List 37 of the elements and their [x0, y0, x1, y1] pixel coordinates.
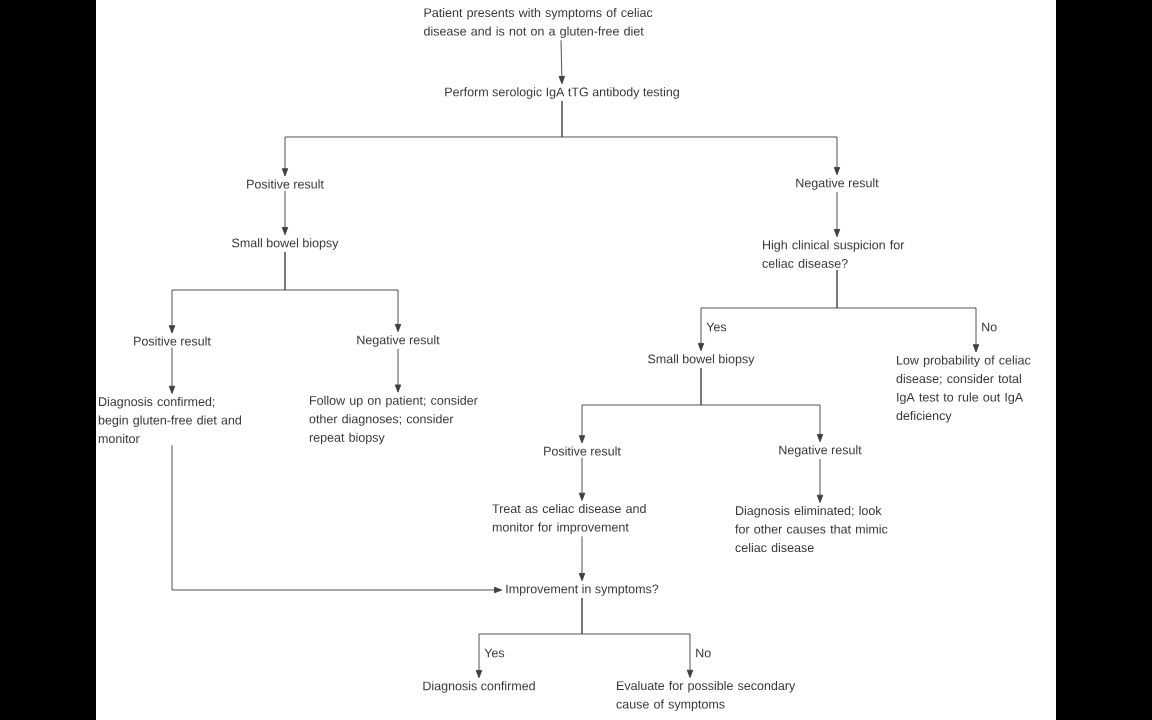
flow-text: Diagnosis eliminated; look for other causes that mimic celiac disease: [735, 505, 888, 553]
arrow: [284, 251, 402, 333]
arrow: [700, 367, 824, 443]
flow-text: Small bowel biopsy: [232, 238, 339, 250]
flow-text: Positive result: [247, 179, 324, 189]
flow-text: Follow up on patient; consider other diagnoses; consider repeat biopsy: [309, 395, 478, 445]
arrow: [836, 269, 980, 353]
arrow: [578, 535, 586, 582]
arrow: [561, 100, 841, 176]
flow-text: Treat as celiac disease and monitor for improvement: [492, 503, 646, 535]
flow-text: Evaluate for possible secondary cause of symptoms: [616, 680, 796, 712]
flow-text: Patient presents with symptoms of celiac disease and is not on a gluten-free diet: [424, 7, 653, 39]
arrow: [558, 39, 565, 85]
flow-text: Perform serologic IgA tTG antibody testing: [445, 87, 679, 99]
flow-text: Low probability of celiac disease; consider total IgA test to rule out IgA deficiency: [896, 355, 1031, 423]
arrow: [816, 458, 824, 503]
edge-label: No: [694, 647, 713, 659]
edge-label: Yes: [483, 647, 506, 659]
arrow: [281, 190, 289, 236]
arrow: [171, 444, 503, 594]
flow-text: Positive result: [134, 336, 211, 346]
flow-text: Negative result: [357, 335, 440, 347]
flow-text: Small bowel biopsy: [648, 354, 755, 366]
flow-text: Negative result: [779, 445, 862, 457]
arrow: [578, 457, 586, 501]
flow-text: Improvement in symptoms?: [506, 584, 659, 596]
edge-label: Yes: [705, 321, 728, 333]
flow-text: Diagnosis confirmed: [423, 681, 535, 693]
arrow: [833, 191, 841, 238]
flow-text: Diagnosis confirmed; begin gluten-free diet and monitor: [98, 396, 241, 444]
edge-label: No: [980, 321, 999, 333]
flow-text: High clinical suspicion for celiac disease?: [762, 240, 905, 268]
flow-text: Negative result: [796, 178, 879, 190]
arrow: [394, 348, 402, 393]
arrow: [581, 597, 694, 678]
arrow: [168, 347, 176, 394]
flow-text: Positive result: [544, 446, 621, 456]
